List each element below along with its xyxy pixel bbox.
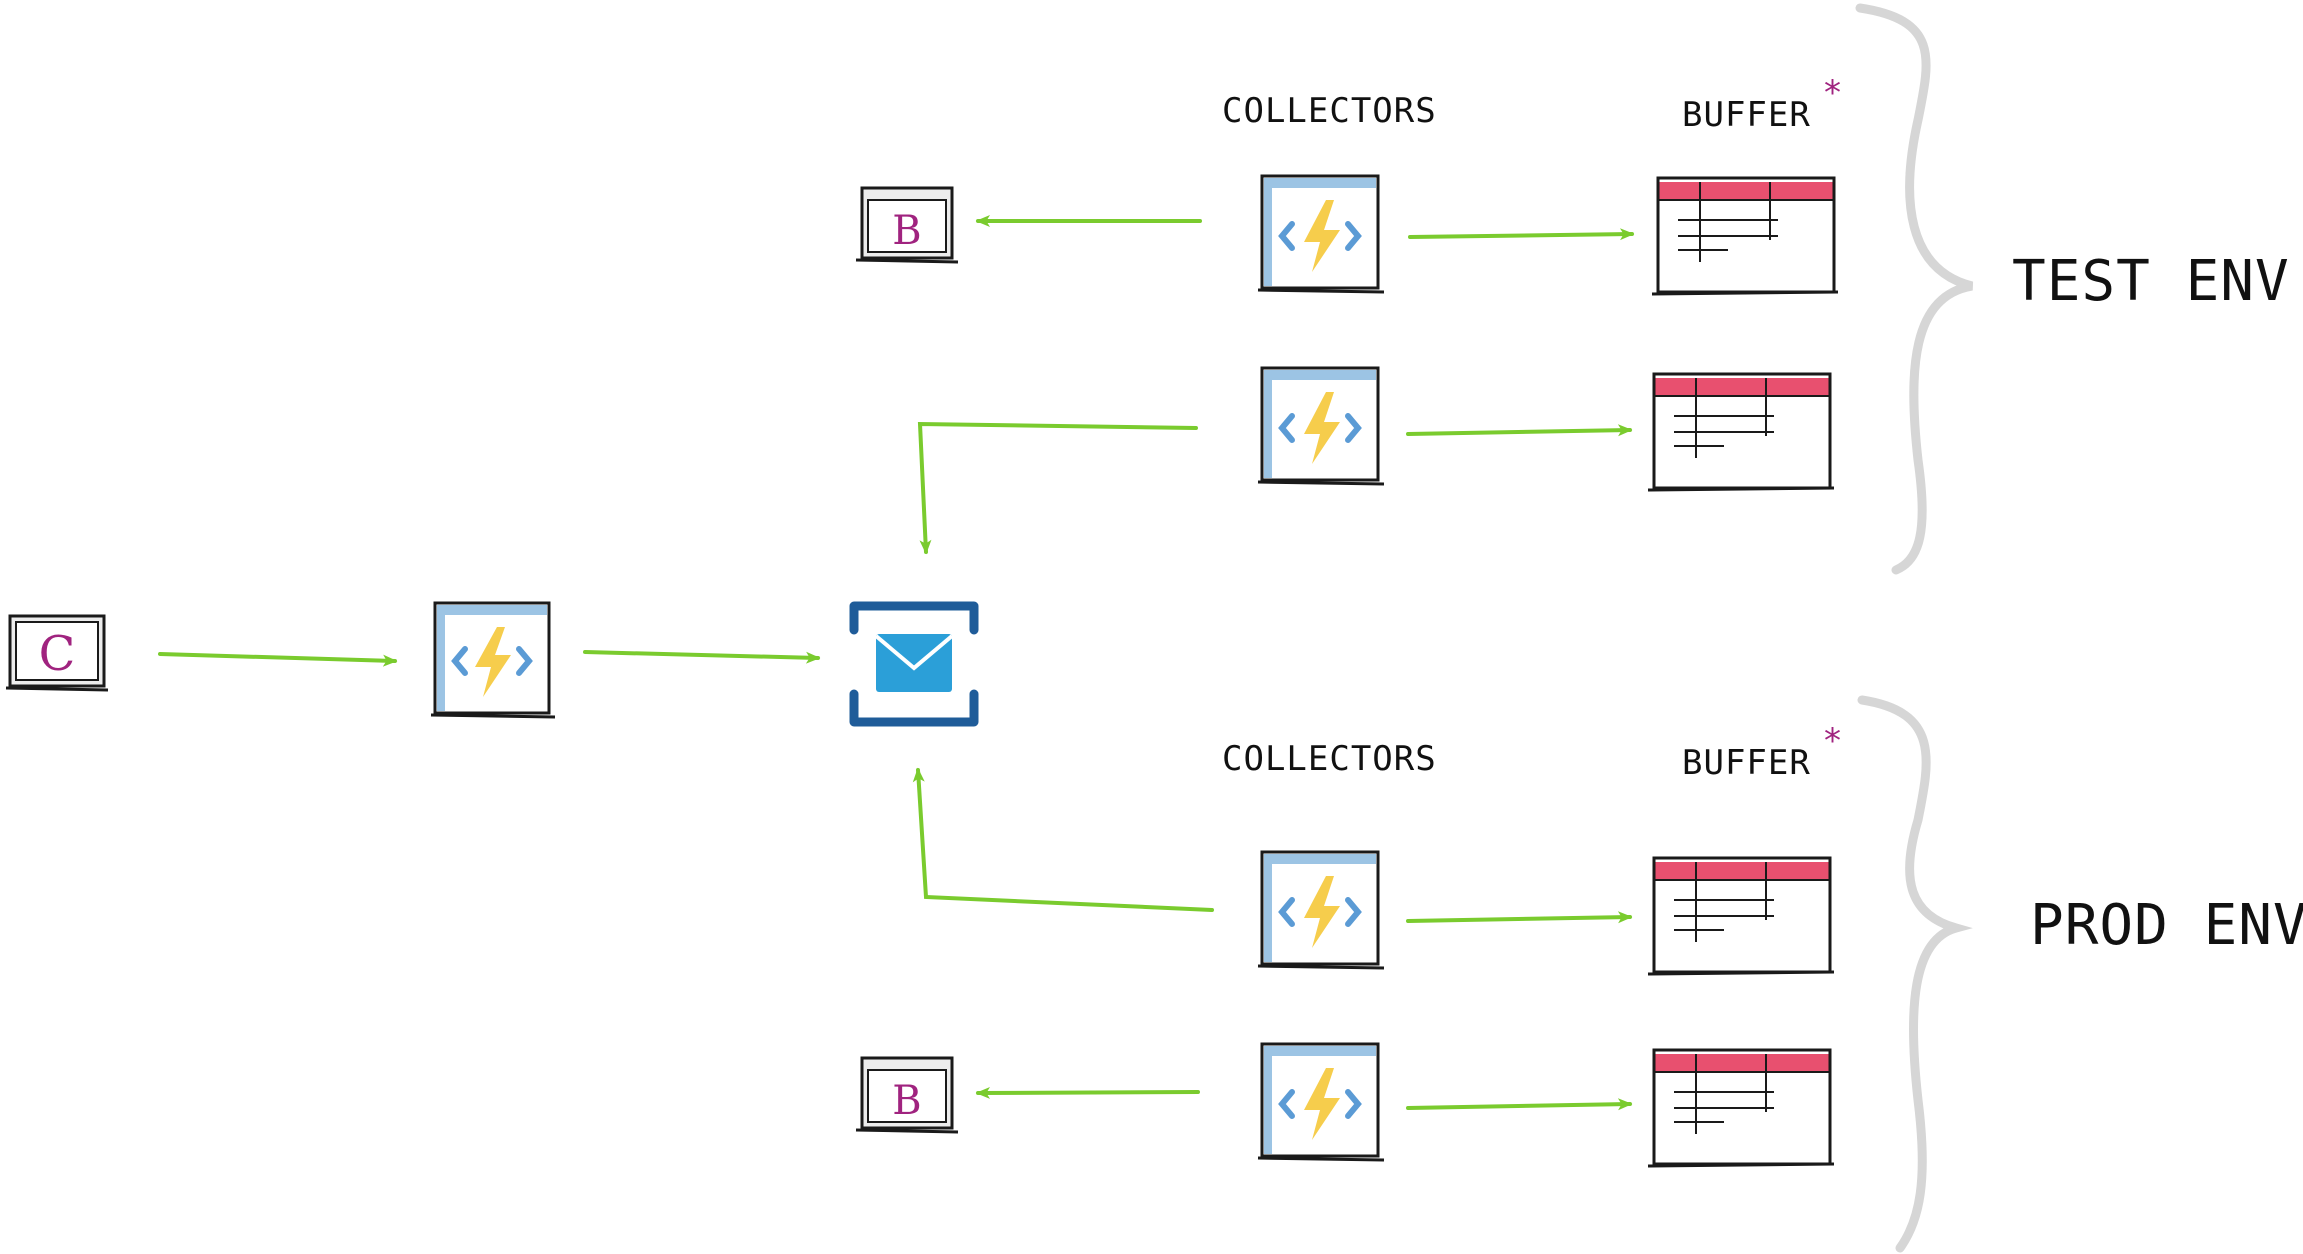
table-storage-icon <box>1647 856 1835 976</box>
test-collectors-label: COLLECTORS <box>1222 91 1437 131</box>
function-app-icon <box>1257 174 1385 294</box>
queue-envelope-icon <box>849 601 979 727</box>
prod-env-brace <box>1857 695 1973 1253</box>
arrow-prod-collector2-to-backend <box>975 1086 1200 1099</box>
prod-buffer-label: BUFFER <box>1682 743 1811 783</box>
function-app-icon <box>430 601 556 719</box>
client-box-icon: C <box>5 614 109 692</box>
function-app-icon <box>1257 850 1385 970</box>
function-app-icon <box>1257 1042 1385 1162</box>
test-env-label: TEST ENV. <box>2012 249 2303 314</box>
arrow-test-collector1-to-buffer <box>1408 228 1635 241</box>
prod-backend-label: B <box>892 1078 921 1124</box>
test-buffer-label: BUFFER <box>1682 95 1811 135</box>
arrow-prod-collector2-to-buffer <box>1406 1098 1633 1111</box>
prod-env-label: PROD ENV. <box>2030 893 2303 958</box>
prod-buffer-asterisk: * <box>1824 721 1841 761</box>
arrows <box>158 215 1635 1111</box>
table-storage-icon <box>1647 372 1835 492</box>
backend-box-icon: B <box>855 1056 959 1134</box>
test-env-brace <box>1855 3 1974 575</box>
arrow-prod-collector1-to-queue <box>912 767 1214 912</box>
table-storage-icon <box>1647 1048 1835 1168</box>
arrow-test-collector2-to-buffer <box>1406 424 1633 437</box>
test-buffer-asterisk: * <box>1824 73 1841 113</box>
test-backend-label: B <box>892 208 921 254</box>
prod-collectors-label: COLLECTORS <box>1222 739 1437 779</box>
function-app-icon <box>1257 366 1385 486</box>
arrow-client-to-function <box>158 652 398 667</box>
arrow-function-to-queue <box>583 650 821 664</box>
client-label: C <box>39 626 76 682</box>
backend-box-icon: B <box>855 186 959 264</box>
arrow-prod-collector1-to-buffer <box>1406 911 1633 924</box>
arrow-test-collector2-to-queue <box>917 421 1198 555</box>
table-storage-icon <box>1651 176 1839 296</box>
